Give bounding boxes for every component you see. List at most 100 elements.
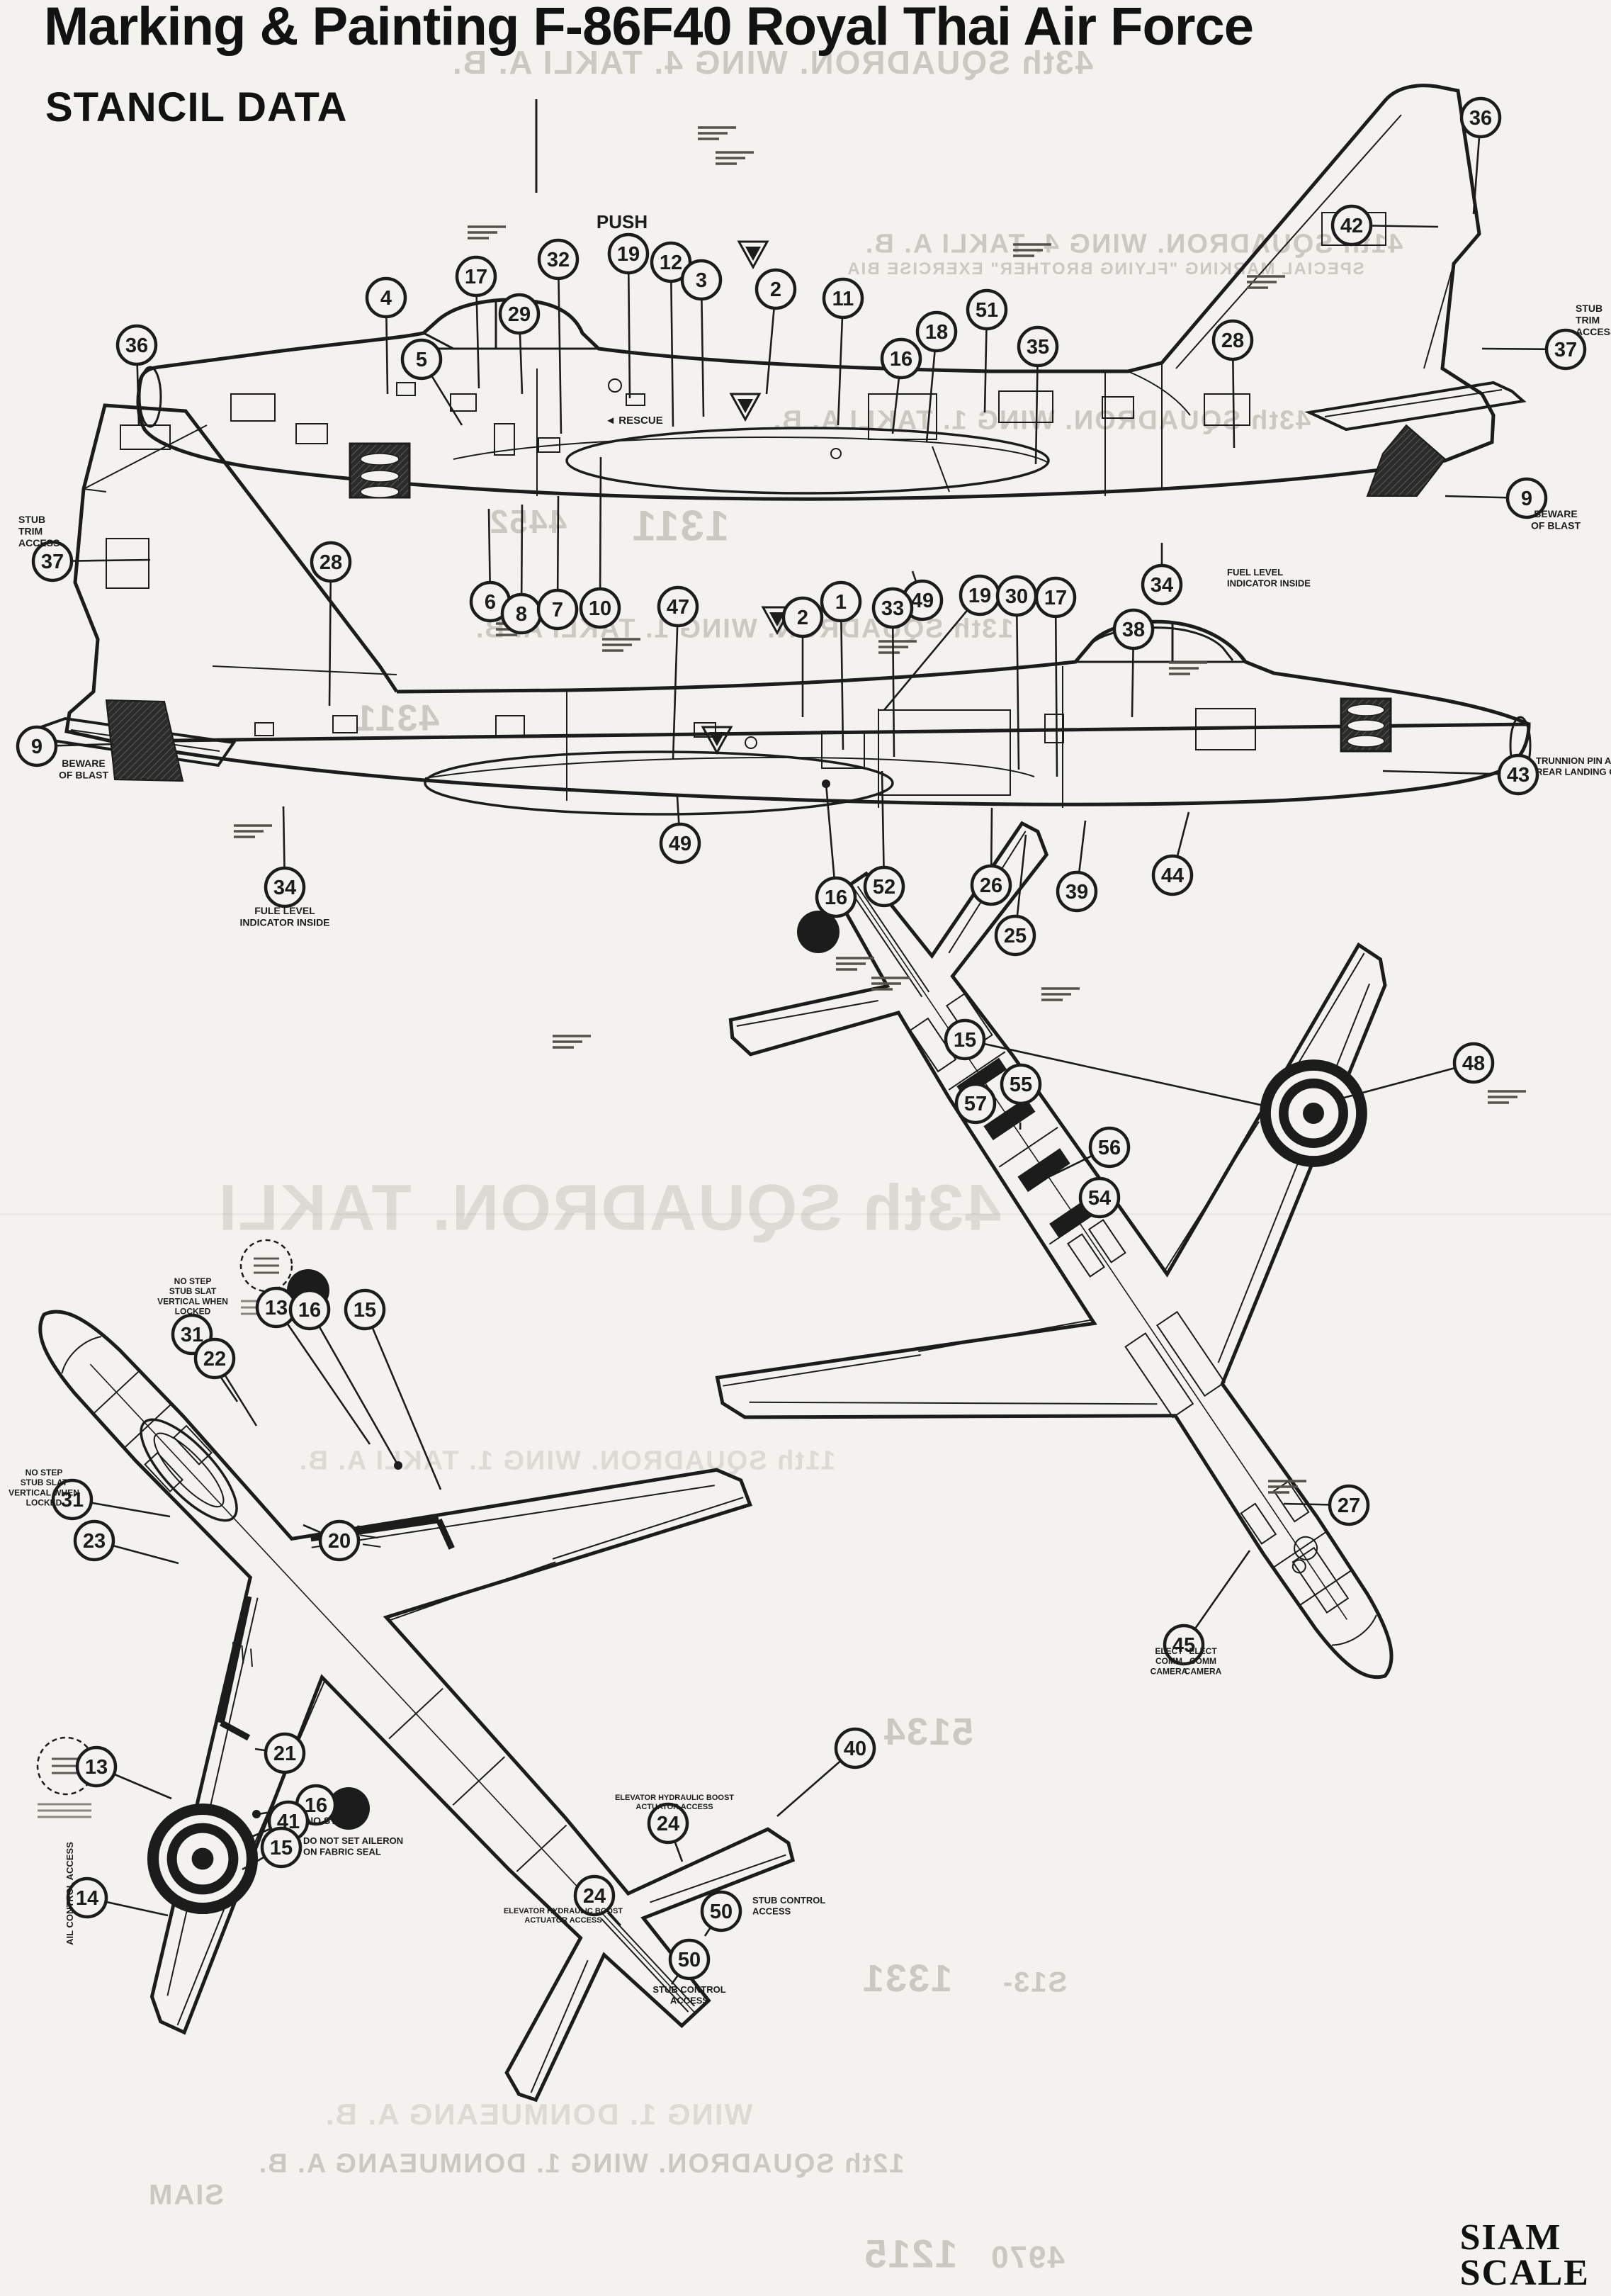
roundel-layer <box>147 1059 1367 1915</box>
callout-number: 31 <box>61 1489 84 1512</box>
callout-number: 20 <box>328 1530 351 1553</box>
callout-number: 55 <box>1010 1074 1032 1096</box>
callout-26: 26 <box>970 864 1012 906</box>
callout-21: 21 <box>264 1732 306 1774</box>
callout-number: 18 <box>925 321 948 344</box>
callout-19: 19 <box>959 574 1001 617</box>
slat-hatch-marks <box>232 1525 381 1667</box>
callout-number: 11 <box>832 288 854 310</box>
callout-number: 19 <box>617 243 640 266</box>
callout-number: 30 <box>1005 585 1028 608</box>
callout-6: 6 <box>469 580 511 623</box>
callout-number: 27 <box>1338 1495 1360 1517</box>
callout-number: 16 <box>825 887 847 909</box>
svg-text:HERE: HERE <box>338 1811 360 1819</box>
callout-15: 15 <box>344 1288 386 1331</box>
danger-triangle-decal <box>729 393 762 422</box>
label-8: TRUNNION PIN ACCESSREAR LANDING GEAR <box>1536 755 1611 777</box>
label-0: PUSH <box>597 211 648 232</box>
callout-number: 57 <box>964 1093 987 1115</box>
callout-34: 34 <box>1141 563 1183 606</box>
page-title: Marking & Painting F-86F40 Royal Thai Ai… <box>44 0 1254 57</box>
callout-number: 17 <box>1044 587 1067 609</box>
callout-12: 12 <box>650 241 692 283</box>
label-layer: PUSH◄ RESCUESTUBTRIMACCESSSTUBTRIMACCESS… <box>9 211 1611 2005</box>
callout-44: 44 <box>1151 854 1194 896</box>
blast-shading <box>105 699 184 782</box>
callout-37: 37 <box>31 540 74 583</box>
access-panels <box>106 424 1256 796</box>
callout-number: 22 <box>203 1348 226 1371</box>
label-9: NO STEP <box>306 1815 349 1826</box>
callout-16: 16 <box>815 876 857 918</box>
danger-triangle-decal <box>701 726 733 755</box>
callout-number: 33 <box>881 597 904 620</box>
callout-36: 36 <box>1459 96 1502 139</box>
callout-number: 43 <box>1507 764 1530 787</box>
callout-number: 14 <box>76 1887 98 1910</box>
drop-tank-profile <box>565 427 1050 495</box>
callout-4: 4 <box>365 276 407 319</box>
callout-number: 34 <box>273 877 296 899</box>
callout-13: 13 <box>255 1286 298 1329</box>
callout-9: 9 <box>1505 477 1548 519</box>
callout-number: 16 <box>298 1299 321 1322</box>
callout-22: 22 <box>193 1337 236 1380</box>
brand-logo: SIAM SCALE <box>1460 2219 1590 2292</box>
top-plan-view <box>0 1044 985 2284</box>
callout-number: 50 <box>710 1901 733 1923</box>
callout-number: 4 <box>380 287 392 310</box>
callout-28: 28 <box>310 541 352 583</box>
callout-number: 28 <box>1221 330 1244 352</box>
callout-number: 40 <box>844 1738 866 1760</box>
callout-50: 50 <box>668 1938 711 1981</box>
callout-5: 5 <box>400 338 443 381</box>
callout-45: 45 <box>1163 1623 1205 1666</box>
callout-number: 21 <box>273 1743 296 1765</box>
label-1: ◄ RESCUE <box>605 415 663 427</box>
callout-number: 45 <box>1172 1634 1195 1657</box>
svg-text:GROUND: GROUND <box>332 1801 366 1809</box>
callout-8: 8 <box>500 592 543 635</box>
access-panels <box>230 212 1386 459</box>
rtaf-roundel <box>1260 1059 1367 1167</box>
callout-47: 47 <box>657 585 699 628</box>
callout-17: 17 <box>1034 576 1077 619</box>
callout-number: 15 <box>354 1299 376 1322</box>
callout-23: 23 <box>73 1519 115 1562</box>
callout-19: 19 <box>607 232 650 275</box>
callout-number: 7 <box>552 599 563 621</box>
callout-36: 36 <box>115 324 158 366</box>
callout-16: 16 <box>880 337 922 380</box>
callout-30: 30 <box>995 575 1038 617</box>
exhaust-shading <box>1366 424 1447 497</box>
callout-number: 47 <box>667 596 689 619</box>
callout-number: 19 <box>968 585 991 607</box>
callout-number: 28 <box>320 551 342 574</box>
callout-15: 15 <box>944 1018 986 1061</box>
callout-37: 37 <box>1544 328 1587 371</box>
callout-number: 44 <box>1161 865 1184 887</box>
callout-number: 42 <box>1340 215 1363 237</box>
callout-13: 13 <box>75 1745 118 1788</box>
canopy <box>140 1418 238 1522</box>
page-subtitle: STANCIL DATA <box>45 84 348 130</box>
callout-number: 37 <box>41 551 64 573</box>
danger-triangle-decal <box>737 240 769 270</box>
callout-24: 24 <box>647 1802 689 1845</box>
callout-number: 8 <box>516 603 527 626</box>
callout-number: 49 <box>911 590 934 612</box>
callout-34: 34 <box>264 866 306 908</box>
callout-17: 17 <box>455 255 497 298</box>
callout-number: 15 <box>270 1837 293 1859</box>
ground-point-dot <box>252 1810 261 1818</box>
